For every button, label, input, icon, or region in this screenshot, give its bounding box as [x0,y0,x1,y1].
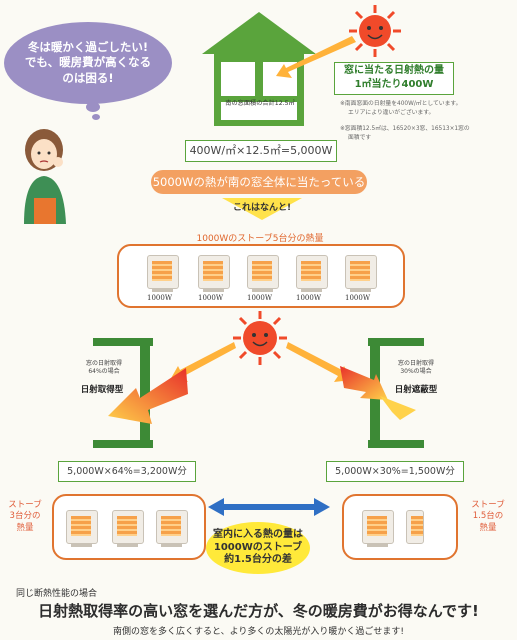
heater-icon [345,255,377,292]
note-2: エリアにより違いがございます。 [348,110,435,117]
heater-icon [66,510,98,547]
heater-label: 1000W [147,294,173,302]
left-note-2: 64%の場合 [88,367,120,375]
down-arrow-icon [222,198,302,220]
speech-bubble: 冬は暖かく過ごしたい! でも、暖房費が高くなる のは困る! [4,22,172,104]
window-heat-box: 窓に当たる日射熱の量 1㎡当たり400W [334,62,454,95]
double-arrow-icon [208,498,330,516]
heater-icon [296,255,328,292]
sun-icon [349,5,401,57]
difference-bubble: 室内に入る熱の量は 1000Wのストーブ 約1.5台分の差 [206,522,310,574]
diff-line-1: 室内に入る熱の量は [213,529,303,541]
ray-arrow-right [286,342,352,382]
left-stove-line-2: 3台分の [9,511,41,522]
sun-icon-center [233,311,287,365]
right-note: 窓の日射取得 30%の場合 [386,360,446,376]
heater-label: 1000W [296,294,322,302]
ray-arrow-left [170,342,236,382]
right-stove-line-1: ストーブ [471,500,505,510]
right-heaters-box [342,494,458,560]
left-note: 窓の日射取得 64%の場合 [74,360,134,376]
footer-condition: 同じ断熱性能の場合 [16,589,98,599]
right-note-2: 30%の場合 [400,367,432,375]
left-window-frame-top [93,338,153,346]
heater-label: 1000W [198,294,224,302]
arrow-text: これはなんと! [232,203,292,213]
heater-icon [156,510,188,547]
window-heat-line-1: 窓に当たる日射熱の量 [344,65,444,76]
five-heaters-box: 1000W 1000W 1000W 1000W 1000W [117,244,405,308]
right-stove-line-3: 熱量 [479,522,497,533]
right-window-frame-bottom [368,440,424,448]
left-heat-arrow [108,368,188,424]
left-window-frame-bottom [93,440,153,448]
note-4: 面積です [348,134,372,141]
note-3: ※窓面積12.5㎡は、16520×3窓、16513×1窓の [340,125,470,132]
heater-label: 1000W [345,294,371,302]
half-heater-icon [406,510,424,544]
heater-label: 1000W [247,294,273,302]
left-note-1: 窓の日射取得 [85,360,122,367]
right-heat-arrow [340,366,416,420]
left-stove-line-1: ストーブ [8,500,42,510]
right-formula: 5,000W×30%=1,500W分 [326,461,464,482]
heater-icon [112,510,144,547]
bubble-tail [86,102,100,112]
left-stove-label: ストーブ 3台分の 熱量 [0,500,50,534]
right-window-type: 日射遮蔽型 [394,385,438,395]
footer-note: 南側の窓を多く広くすると、より多くの太陽光が入り暖かく過ごせます! [112,627,405,637]
window-heat-line-2: 1㎡当たり400W [354,79,434,90]
sunlight-arrow [276,36,356,78]
footer-headline: 日射熱取得率の高い窓を選んだ方が、冬の暖房費がお得なんです! [38,602,479,620]
left-heaters-box [52,494,206,560]
right-stove-line-2: 1.5台の [472,511,504,522]
woman-illustration [24,129,66,224]
left-window-type: 日射取得型 [80,385,124,395]
bubble-tail-small [92,114,100,120]
note-1: ※南面窓面の日射量を400W/㎡としています。 [340,101,462,107]
footnotes: ※南面窓面の日射量を400W/㎡としています。 エリアにより違いがございます。 … [340,100,510,143]
heater-icon [247,255,279,292]
diff-line-3: 約1.5台分の差 [224,554,292,566]
bubble-line-3: のは困る! [62,70,114,85]
right-window-frame-top [368,338,424,346]
stove-title: 1000Wのストーブ5台分の熱量 [196,234,324,244]
left-window-frame [140,338,150,448]
total-heat-formula: 400W/㎡×12.5㎡=5,000W [185,140,337,162]
right-note-1: 窓の日射取得 [397,360,434,367]
house-illustration [202,12,316,126]
left-stove-line-3: 熱量 [16,522,34,533]
heater-icon [147,255,179,292]
heater-icon [198,255,230,292]
left-formula: 5,000W×64%=3,200W分 [58,461,196,482]
window-area-label: 南の窓面積の合計12.5㎡ [225,100,295,107]
heat-banner: 5000Wの熱が南の窓全体に当たっている [151,170,367,194]
diff-line-2: 1000Wのストーブ [213,541,303,553]
bubble-line-1: 冬は暖かく過ごしたい! [27,39,149,54]
heater-icon [362,510,394,547]
bubble-line-2: でも、暖房費が高くなる [24,55,152,70]
right-stove-label: ストーブ 1.5台の 熱量 [461,500,515,534]
